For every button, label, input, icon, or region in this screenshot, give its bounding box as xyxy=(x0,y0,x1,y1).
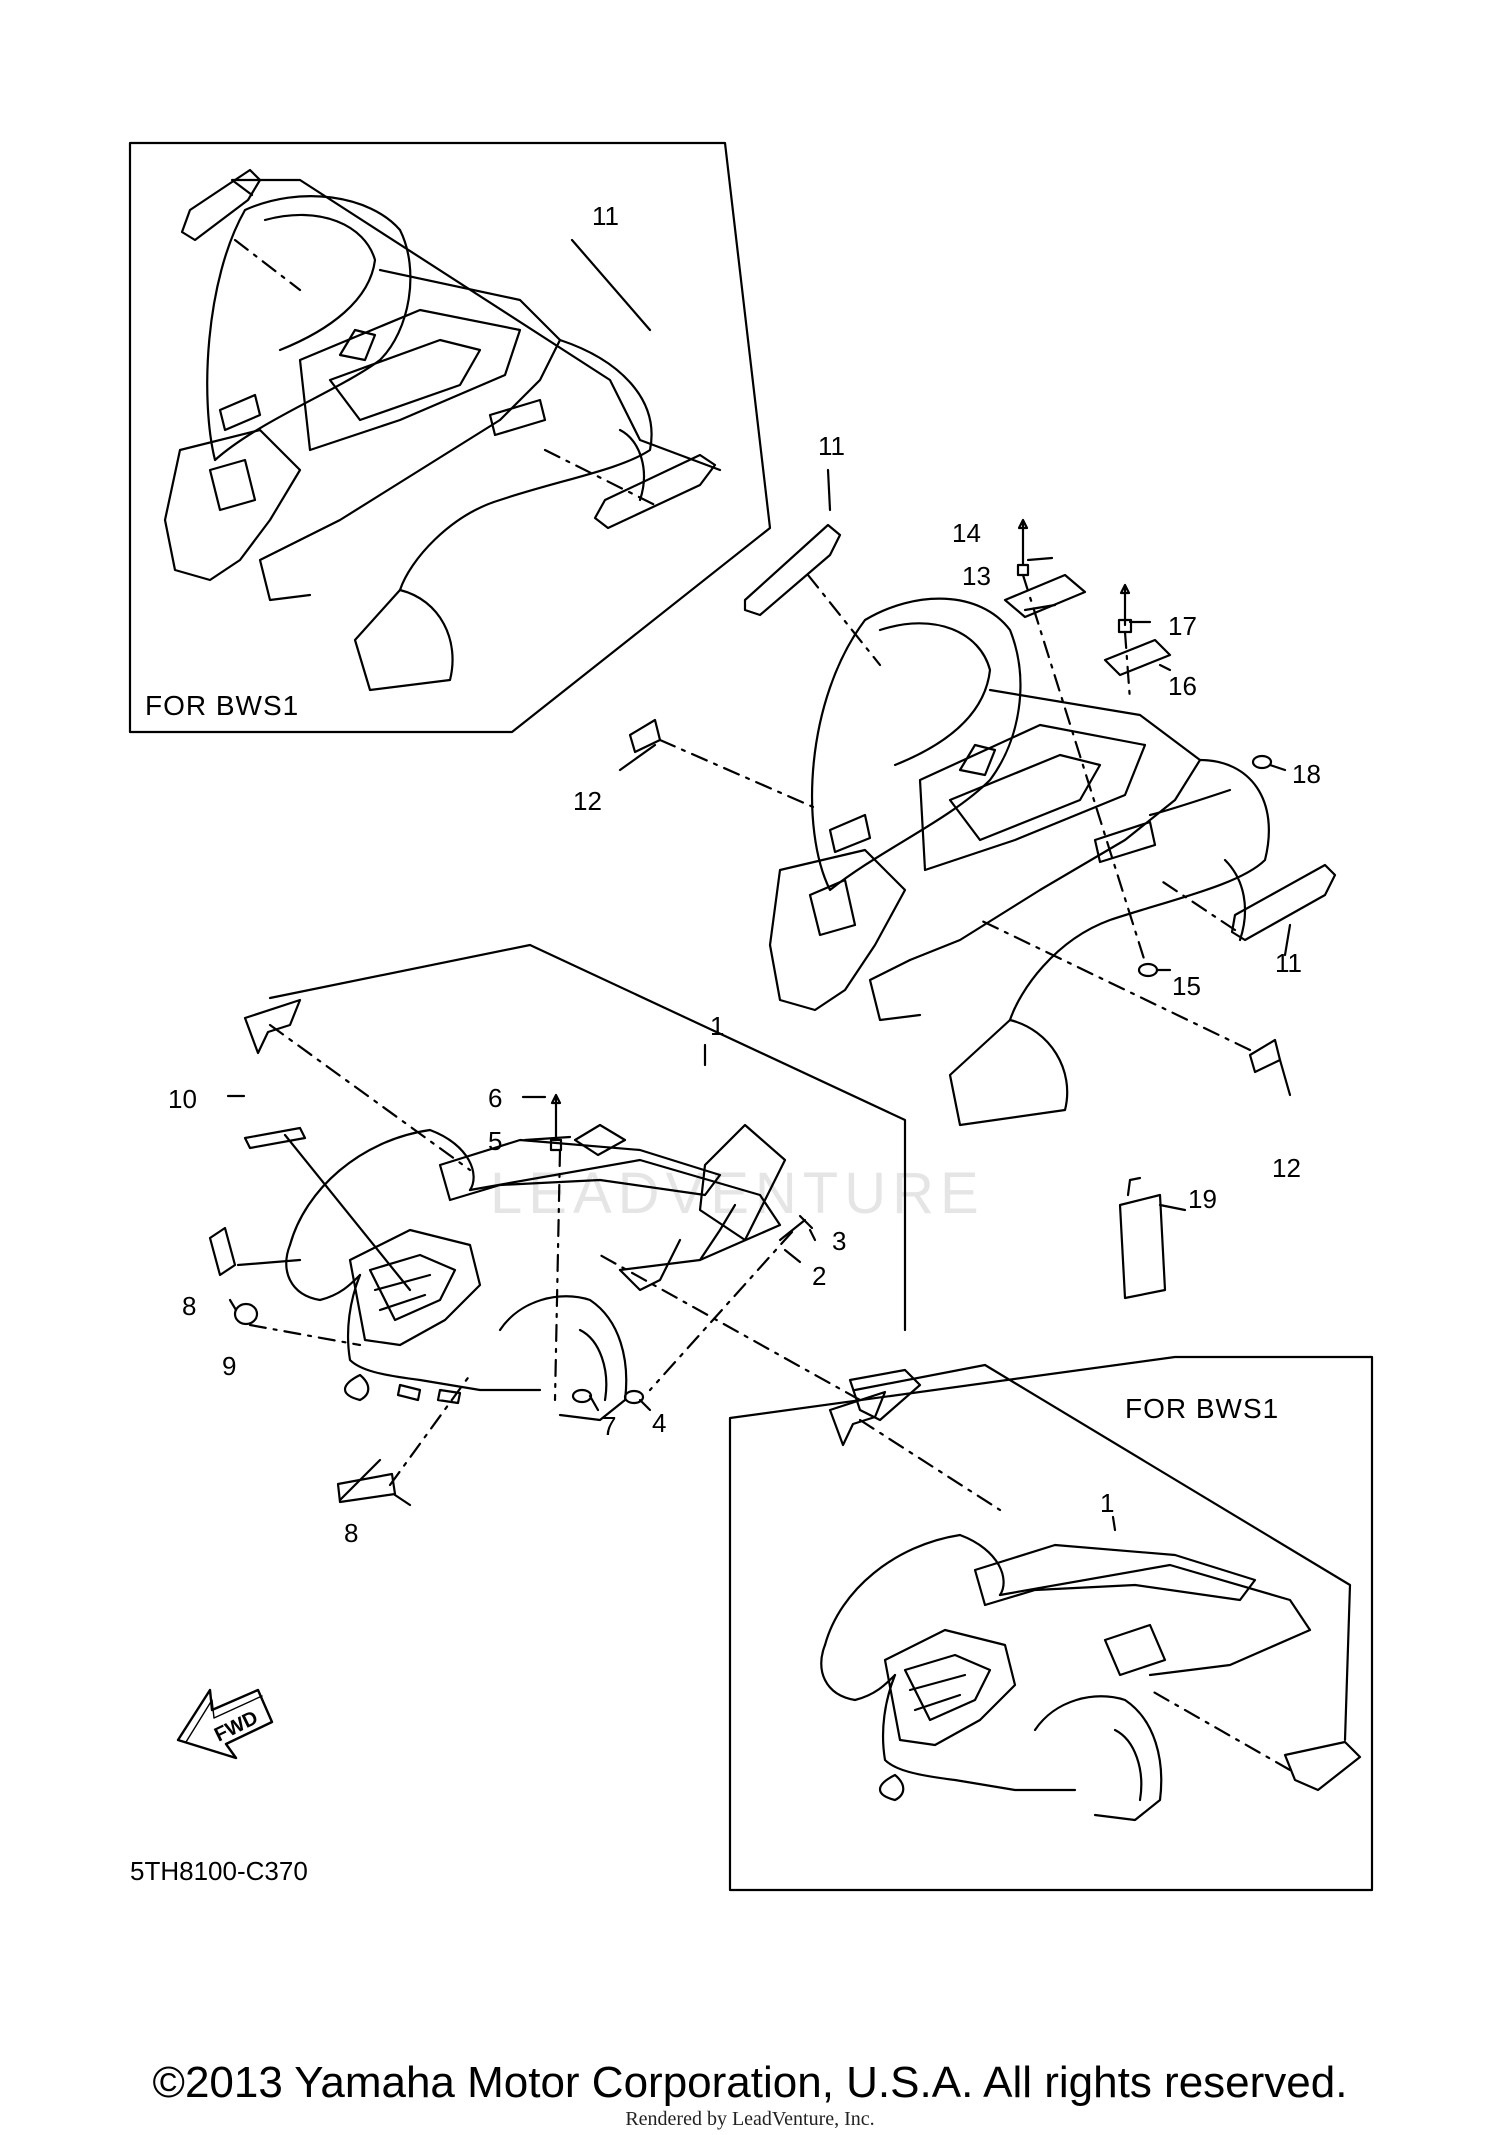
callout-5: 5 xyxy=(488,1126,502,1156)
callout-1-inset: 1 xyxy=(1100,1488,1114,1518)
rivet-14 xyxy=(1016,518,1030,577)
plate-13 xyxy=(1003,573,1087,619)
rear-fender-inset xyxy=(163,195,653,692)
inset-box-front xyxy=(728,1355,1374,1892)
part-code: 5TH8100-C370 xyxy=(130,1856,308,1886)
decal-1-main-right xyxy=(848,1368,922,1422)
decal-inset-front-left xyxy=(828,1390,887,1447)
callout-3: 3 xyxy=(832,1226,846,1256)
decal-rear-right xyxy=(1230,863,1337,942)
callout-14: 14 xyxy=(952,518,981,548)
front-fender-inset xyxy=(820,1533,1312,1822)
callout-19: 19 xyxy=(1188,1184,1217,1214)
decal-10 xyxy=(243,1126,307,1150)
decal-12-left xyxy=(628,718,662,754)
callout-11-top: 11 xyxy=(818,431,845,461)
callout-16: 16 xyxy=(1168,671,1197,701)
decal-inset-front-right xyxy=(1283,1740,1362,1792)
callout-4: 4 xyxy=(652,1408,666,1438)
decal-1-main-left xyxy=(243,998,302,1055)
callout-18: 18 xyxy=(1292,759,1321,789)
grommet-15 xyxy=(1137,962,1159,978)
callout-2: 2 xyxy=(812,1261,826,1291)
screw-3 xyxy=(778,1214,814,1242)
callout-13: 13 xyxy=(962,561,991,591)
callout-11-inset: 11 xyxy=(592,201,619,231)
decal-8-lower xyxy=(336,1472,397,1504)
decal-inset-left xyxy=(180,168,262,242)
inset-bottom-label: FOR BWS1 xyxy=(1125,1393,1279,1424)
rear-fender-main xyxy=(768,597,1270,1127)
callout-15: 15 xyxy=(1172,971,1201,1001)
callout-8-lower: 8 xyxy=(344,1518,358,1548)
decal-inset-right xyxy=(593,453,717,530)
callout-12-left: 12 xyxy=(573,786,602,816)
callout-6: 6 xyxy=(488,1083,502,1113)
plate-16 xyxy=(1103,638,1172,677)
callout-11-right: 11 xyxy=(1275,948,1302,978)
reflector-9 xyxy=(233,1302,259,1326)
decal-19 xyxy=(1118,1193,1167,1300)
grommet-18 xyxy=(1251,754,1273,770)
fwd-arrow xyxy=(176,1688,274,1760)
grommet-7 xyxy=(571,1388,593,1404)
nut-4 xyxy=(623,1389,645,1405)
front-fender-main xyxy=(285,1128,782,1422)
callout-10: 10 xyxy=(168,1084,197,1114)
callout-9: 9 xyxy=(222,1351,236,1381)
callout-8-upper: 8 xyxy=(182,1291,196,1321)
watermark: LEADVENTURE xyxy=(490,1161,985,1226)
callout-1-main: 1 xyxy=(710,1011,724,1041)
rivet-17 xyxy=(1117,583,1133,634)
decal-12-right xyxy=(1248,1038,1282,1074)
inset-top-label: FOR BWS1 xyxy=(145,690,299,721)
decal-rear-top xyxy=(743,523,842,617)
decal-8-upper xyxy=(208,1226,237,1277)
inset-box-rear xyxy=(128,141,772,734)
fwd-label: FWD xyxy=(211,1707,262,1747)
plate-5 xyxy=(573,1123,627,1157)
copyright-text: ©2013 Yamaha Motor Corporation, U.S.A. A… xyxy=(152,2058,1348,2107)
callout-12-right: 12 xyxy=(1272,1153,1301,1183)
plate-2 xyxy=(698,1123,787,1242)
callout-7: 7 xyxy=(602,1411,616,1441)
callout-17: 17 xyxy=(1168,611,1197,641)
rendered-by-text: Rendered by LeadVenture, Inc. xyxy=(625,2108,875,2130)
